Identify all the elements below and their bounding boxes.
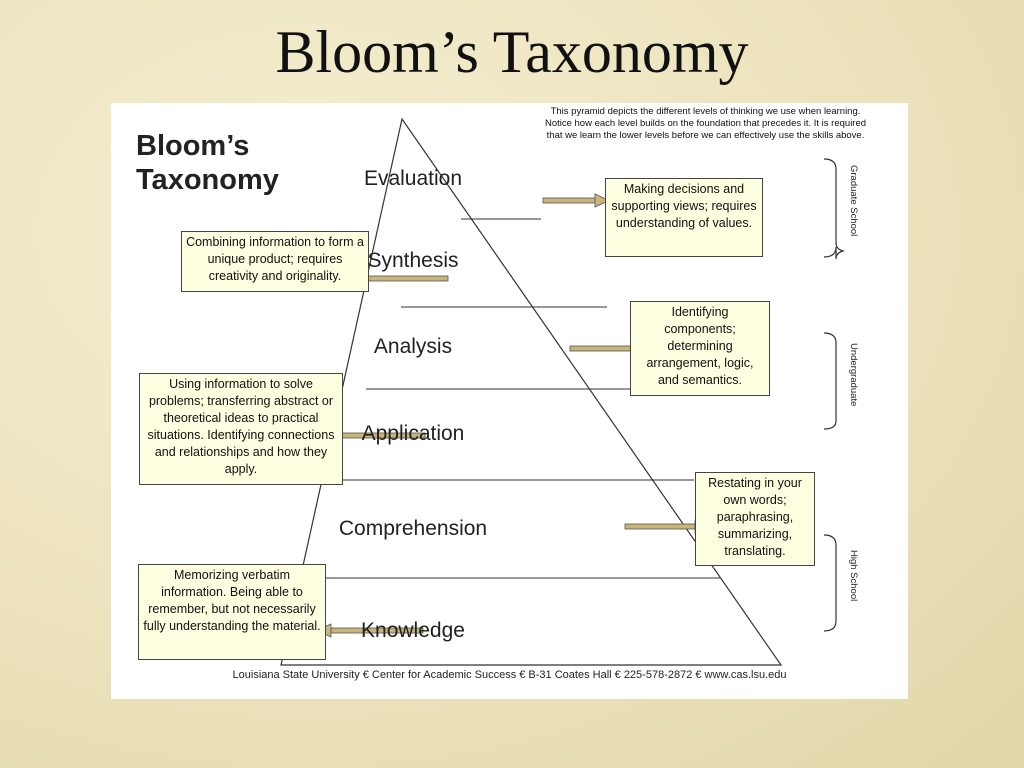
bracket-high-school <box>823 534 837 632</box>
definition-application: Using information to solve problems; tra… <box>139 373 343 485</box>
bracket-undergraduate <box>823 332 837 430</box>
level-application: Application <box>361 422 465 445</box>
definition-knowledge: Memorizing verbatim information. Being a… <box>138 564 326 660</box>
slide-title: Bloom’s Taxonomy <box>275 19 749 85</box>
diagram-heading: Bloom’s Taxonomy <box>136 129 279 197</box>
definition-evaluation: Making decisions and supporting views; r… <box>605 178 763 257</box>
level-comprehension: Comprehension <box>338 517 488 540</box>
level-synthesis: Synthesis <box>367 249 459 272</box>
level-analysis: Analysis <box>373 335 453 358</box>
arrow-evaluation <box>542 193 610 208</box>
bracket-graduate <box>823 158 846 260</box>
definition-analysis: Identifying components; determining arra… <box>630 301 770 396</box>
pyramid-description: This pyramid depicts the different level… <box>544 106 867 141</box>
definition-comprehension: Restating in your own words; paraphrasin… <box>695 472 815 566</box>
definition-synthesis: Combining information to form a unique p… <box>181 231 369 292</box>
bracket-label-graduate: Graduate School <box>848 165 859 237</box>
bracket-label-undergraduate: Undergraduate <box>848 343 859 407</box>
heading-line: Taxonomy <box>136 164 279 196</box>
footer-credit: Louisiana State University € Center for … <box>232 669 787 681</box>
level-knowledge: Knowledge <box>361 619 465 642</box>
heading-line: Bloom’s <box>136 130 250 162</box>
diagram-panel: Bloom’s Taxonomy This pyramid depicts th… <box>111 103 908 699</box>
level-evaluation: Evaluation <box>363 167 463 190</box>
bracket-label-high-school: High School <box>848 550 859 602</box>
